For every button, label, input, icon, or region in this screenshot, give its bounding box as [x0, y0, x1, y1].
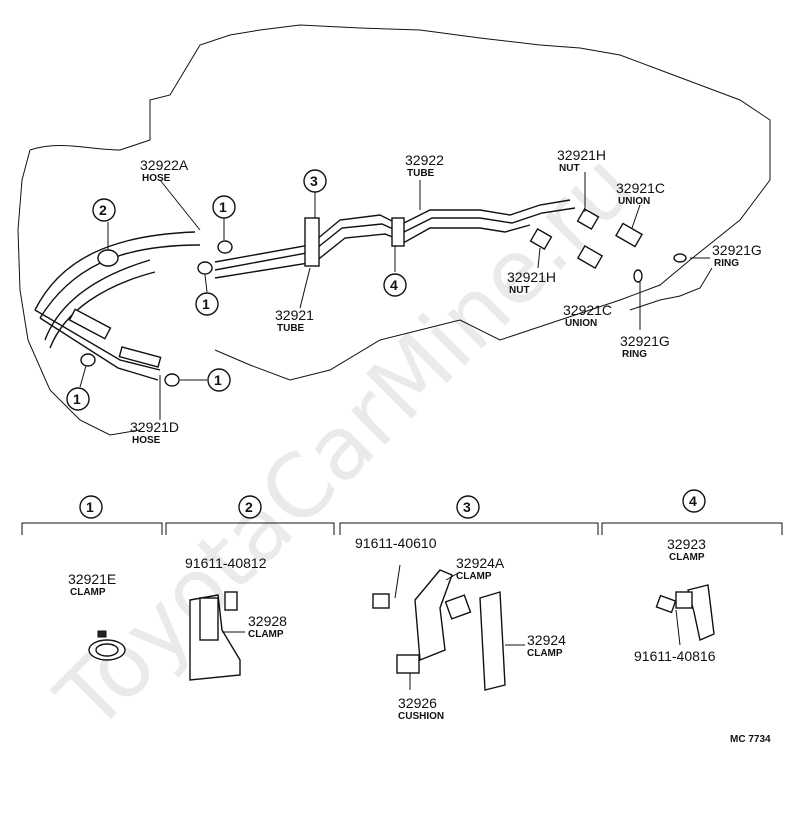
svg-text:HOSE: HOSE [132, 435, 161, 446]
detail-1-header: 1 [79, 495, 103, 519]
svg-text:3: 3 [310, 173, 318, 189]
svg-text:32921C: 32921C [563, 302, 612, 318]
callout-3-top: 3 [303, 169, 327, 193]
detail-2-header: 2 [238, 495, 262, 519]
svg-text:32921G: 32921G [712, 242, 762, 258]
svg-text:CLAMP: CLAMP [248, 629, 284, 640]
svg-text:CLAMP: CLAMP [669, 552, 705, 563]
svg-text:HOSE: HOSE [142, 173, 171, 184]
tube-assembly [214, 199, 576, 279]
drawing-code: MC 7734 [730, 734, 771, 745]
callout-2-top: 2 [92, 198, 116, 222]
svg-text:32921H: 32921H [507, 269, 556, 285]
svg-text:1: 1 [73, 391, 81, 407]
detail-2-label-32928: 32928 CLAMP [248, 613, 287, 640]
svg-text:32926: 32926 [398, 695, 437, 711]
callout-1-top-d: 1 [66, 387, 90, 411]
callout-1-top-a: 1 [212, 195, 236, 219]
detail-brackets [21, 522, 783, 535]
detail-1-label-32921e: 32921E CLAMP [68, 571, 116, 598]
svg-text:32924: 32924 [527, 632, 566, 648]
label-32921: 32921 TUBE [275, 307, 314, 334]
svg-text:NUT: NUT [559, 163, 580, 174]
svg-text:2: 2 [99, 202, 107, 218]
callout-1-top-c: 1 [207, 368, 231, 392]
detail-4-header: 4 [682, 489, 706, 513]
svg-text:UNION: UNION [565, 318, 597, 329]
leader-lines [79, 172, 713, 420]
svg-text:TUBE: TUBE [277, 323, 305, 334]
label-32921h-top: 32921H NUT [557, 147, 606, 174]
label-32922a: 32922A HOSE [140, 157, 189, 184]
callout-1-top-b: 1 [195, 292, 219, 316]
svg-text:32921G: 32921G [620, 333, 670, 349]
label-32921g-bottom: 32921G RING [620, 333, 670, 360]
detail-3-label-91611-40610: 91611-40610 [355, 535, 437, 551]
svg-text:32921C: 32921C [616, 180, 665, 196]
svg-text:CLAMP: CLAMP [527, 648, 563, 659]
svg-text:1: 1 [202, 296, 210, 312]
svg-text:32921H: 32921H [557, 147, 606, 163]
label-32921h-mid: 32921H NUT [507, 269, 556, 296]
label-32921d: 32921D HOSE [130, 419, 179, 446]
svg-text:CLAMP: CLAMP [456, 571, 492, 582]
svg-text:CLAMP: CLAMP [70, 587, 106, 598]
svg-text:4: 4 [689, 493, 697, 509]
label-32921g-right: 32921G RING [712, 242, 762, 269]
svg-text:1: 1 [86, 499, 94, 515]
svg-text:32921E: 32921E [68, 571, 116, 587]
svg-text:91611-40610: 91611-40610 [355, 535, 437, 551]
svg-text:2: 2 [245, 499, 253, 515]
svg-text:91611-40816: 91611-40816 [634, 648, 716, 664]
svg-text:RING: RING [714, 258, 739, 269]
svg-text:CUSHION: CUSHION [398, 711, 444, 722]
detail-4-label-32923: 32923 CLAMP [667, 536, 706, 563]
svg-text:NUT: NUT [509, 285, 530, 296]
hose-assembly [34, 231, 201, 381]
callout-4-top: 4 [383, 273, 407, 297]
label-32921c-top: 32921C UNION [616, 180, 665, 207]
detail-4-drawing [655, 584, 715, 646]
detail-3-label-32924a: 32924A CLAMP [456, 555, 505, 582]
svg-text:32922A: 32922A [140, 157, 189, 173]
svg-text:32924A: 32924A [456, 555, 505, 571]
svg-text:3: 3 [463, 499, 471, 515]
engine-outline [29, 24, 771, 381]
svg-text:1: 1 [219, 199, 227, 215]
svg-text:RING: RING [622, 349, 647, 360]
svg-text:UNION: UNION [618, 196, 650, 207]
detail-3-label-32926: 32926 CUSHION [398, 695, 444, 722]
detail-4-label-91611-40816: 91611-40816 [634, 648, 716, 664]
engine-outline-left [17, 149, 141, 436]
svg-text:91611-40812: 91611-40812 [185, 555, 267, 571]
svg-text:32923: 32923 [667, 536, 706, 552]
detail-3-header: 3 [456, 495, 480, 519]
detail-3-drawing [372, 564, 525, 691]
label-32921c-mid: 32921C UNION [563, 302, 612, 329]
detail-2-clamp-drawing [189, 591, 245, 681]
svg-text:32922: 32922 [405, 152, 444, 168]
svg-text:32921D: 32921D [130, 419, 179, 435]
detail-3-label-32924: 32924 CLAMP [527, 632, 566, 659]
svg-text:32928: 32928 [248, 613, 287, 629]
svg-text:1: 1 [214, 372, 222, 388]
fittings [80, 207, 687, 387]
svg-text:4: 4 [390, 277, 398, 293]
detail-2-label-91611-40812: 91611-40812 [185, 555, 267, 571]
label-32922: 32922 TUBE [405, 152, 444, 179]
svg-text:TUBE: TUBE [407, 168, 435, 179]
svg-text:32921: 32921 [275, 307, 314, 323]
detail-1-clamp-drawing [88, 630, 126, 661]
